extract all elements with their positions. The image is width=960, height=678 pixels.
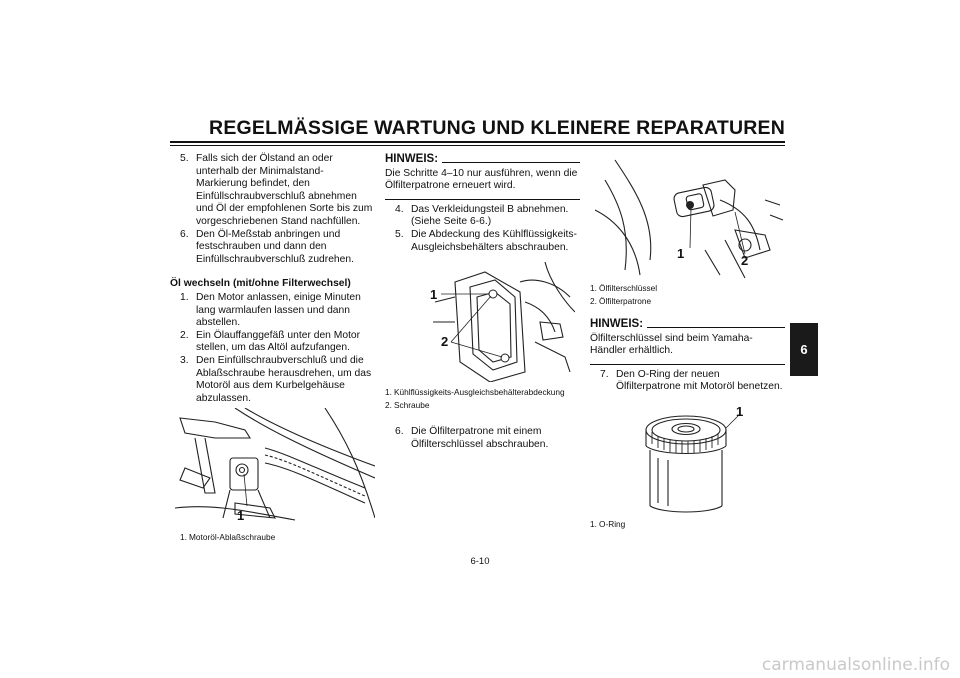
step-text: Den O-Ring der neuen Ölfilterpatrone mit…	[616, 368, 783, 393]
step-item: 6. Den Öl-Meßstab anbringen und festschr…	[170, 229, 375, 267]
step-text: Den Motor anlassen, einige Minuten lang …	[196, 291, 361, 329]
figure-captions: 1. Kühlflüssigkeits-Ausgleichsbehälterab…	[385, 387, 580, 410]
note-title: HINWEIS:	[385, 153, 439, 165]
caption-text: Ölfilterpatrone	[599, 295, 652, 306]
column-middle: HINWEIS: Die Schritte 4–10 nur ausführen…	[385, 153, 580, 254]
figure-callout: 2	[741, 253, 749, 268]
step-item: 3. Den Einfüllschraubverschluß und die A…	[170, 355, 375, 405]
step-number: 2.	[180, 329, 189, 341]
section-subheading: Öl wechseln (mit/ohne Filterwechsel)	[170, 278, 351, 290]
caption-item: 2. Schraube	[385, 400, 580, 411]
chapter-tab[interactable]: 6	[790, 323, 818, 376]
caption-text: Kühlflüssigkeits-Ausgleichsbehälterabdec…	[394, 387, 565, 397]
step-number: 6.	[180, 228, 189, 240]
caption-number: 1.	[385, 387, 392, 397]
step-item: 5. Falls sich der Ölstand an oder unterh…	[170, 153, 375, 229]
watermark: carmanualsonline.info	[761, 655, 950, 675]
step-item: 7. Den O-Ring der neuen Ölfilterpatrone …	[590, 369, 785, 394]
step-text: Die Ölfilterpatrone mit einem Ölfiltersc…	[411, 426, 549, 450]
step-number: 6.	[395, 426, 404, 437]
caption-text: Schraube	[394, 399, 430, 410]
caption-item: 1. Ölfilterschlüssel	[590, 283, 785, 294]
oil-filter-illustration	[645, 413, 741, 513]
figure-callout: 1	[736, 404, 744, 419]
caption-item: 2. Ölfilterpatrone	[590, 296, 785, 307]
step-item: 4. Das Verkleidungsteil B abnehmen. (Sie…	[385, 204, 580, 229]
step-item: 1. Den Motor anlassen, einige Minuten la…	[170, 292, 375, 330]
caption-number: 2.	[590, 295, 597, 306]
step-number: 5.	[395, 228, 404, 240]
caption-text: O-Ring	[599, 519, 626, 529]
figure-callout: 1	[677, 246, 685, 261]
page-title: REGELMÄSSIGE WARTUNG UND KLEINERE REPARA…	[209, 117, 785, 139]
note-title-rule	[442, 161, 580, 163]
caption-number: 1.	[590, 283, 597, 293]
figure-captions: 1. Ölfilterschlüssel 2. Ölfilterpatrone	[590, 283, 785, 306]
note-heading: HINWEIS:	[385, 153, 580, 166]
figure-captions: 1. O-Ring	[590, 519, 785, 530]
step-item: 2. Ein Ölauffanggefäß unter den Motor st…	[170, 330, 375, 355]
coolant-cover-illustration	[433, 262, 575, 382]
step-text: Die Abdeckung des Kühlflüssigkeits-Ausgl…	[411, 228, 577, 253]
step-item: 6. Die Ölfilterpatrone mit einem Ölfilte…	[385, 426, 580, 451]
caption-number: 2.	[385, 399, 392, 410]
figure-callout: 2	[441, 334, 449, 349]
note-heading: HINWEIS:	[590, 318, 785, 331]
column-middle-continued: 6. Die Ölfilterpatrone mit einem Ölfilte…	[385, 426, 580, 451]
caption-number: 1.	[180, 532, 187, 542]
drain-bolt-illustration	[175, 408, 375, 521]
note-text: Die Schritte 4–10 nur ausführen, wenn di…	[385, 168, 580, 200]
step-text: Falls sich der Ölstand an oder unterhalb…	[196, 153, 373, 227]
step-text: Das Verkleidungsteil B abnehmen. (Siehe …	[411, 203, 569, 228]
oil-filter-wrench-figure: 1 2	[595, 150, 785, 280]
note-title-rule	[647, 326, 785, 328]
page-number: 6-10	[470, 556, 490, 567]
caption-text: Motoröl-Ablaßschraube	[189, 532, 276, 542]
step-number: 3.	[180, 354, 189, 366]
step-text: Den Öl-Meßstab anbringen und festschraub…	[196, 228, 354, 265]
figure-callout: 1	[237, 508, 245, 523]
header-rule	[170, 141, 785, 143]
step-number: 4.	[395, 203, 404, 215]
note-title: HINWEIS:	[590, 318, 644, 330]
step-text: Ein Ölauffanggefäß unter den Motor stell…	[196, 329, 361, 354]
step-text: Den Einfüllschraubverschluß und die Abla…	[196, 354, 372, 404]
header-rule-thin	[170, 145, 785, 146]
note-text: Ölfilterschlüssel sind beim Yamaha-Händl…	[590, 333, 785, 365]
caption-item: 1. Motoröl-Ablaßschraube	[180, 532, 375, 543]
drain-bolt-figure: 1	[175, 408, 375, 530]
step-number: 1.	[180, 291, 189, 303]
caption-item: 1. Kühlflüssigkeits-Ausgleichsbehälterab…	[385, 387, 580, 398]
column-left: 5. Falls sich der Ölstand an oder unterh…	[170, 153, 375, 405]
caption-item: 1. O-Ring	[590, 519, 785, 530]
step-number: 5.	[180, 153, 189, 164]
caption-text: Ölfilterschlüssel	[599, 283, 658, 293]
oil-filter-figure: 1	[628, 398, 758, 516]
caption-number: 1.	[590, 519, 597, 529]
step-item: 5. Die Abdeckung des Kühlflüssigkeits-Au…	[385, 229, 580, 254]
figure-callout: 1	[430, 287, 438, 302]
step-number: 7.	[600, 368, 609, 380]
figure-captions: 1. Motoröl-Ablaßschraube	[180, 532, 375, 543]
coolant-cover-figure: 1 2	[425, 262, 575, 382]
oil-filter-wrench-illustration	[595, 159, 784, 279]
column-right: HINWEIS: Ölfilterschlüssel sind beim Yam…	[590, 318, 785, 394]
